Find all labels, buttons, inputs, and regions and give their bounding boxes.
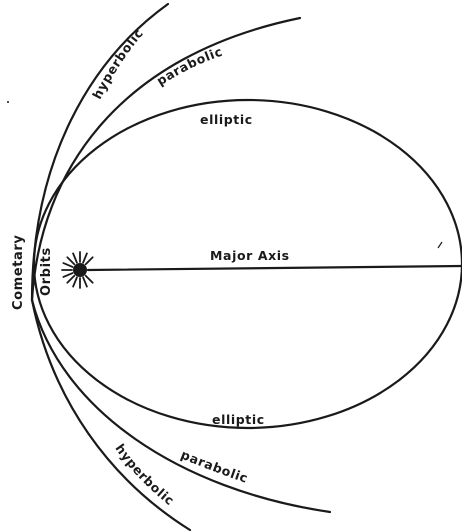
parabolic-orbit-bottom (32, 300, 330, 512)
major-axis-line (88, 266, 462, 270)
major-axis-label: Major Axis (210, 248, 290, 263)
parabolic-label-bottom: parabolic (179, 447, 250, 486)
stray-mark (7, 101, 9, 103)
stray-mark (438, 242, 442, 248)
elliptic-label-top: elliptic (200, 112, 253, 127)
elliptic-label-bottom: elliptic (212, 412, 265, 427)
side-title-orbits: Orbits (39, 247, 54, 296)
parabolic-label-top: parabolic (154, 44, 225, 89)
elliptic-orbit (34, 100, 462, 428)
side-title-cometary: Cometary (11, 234, 26, 310)
